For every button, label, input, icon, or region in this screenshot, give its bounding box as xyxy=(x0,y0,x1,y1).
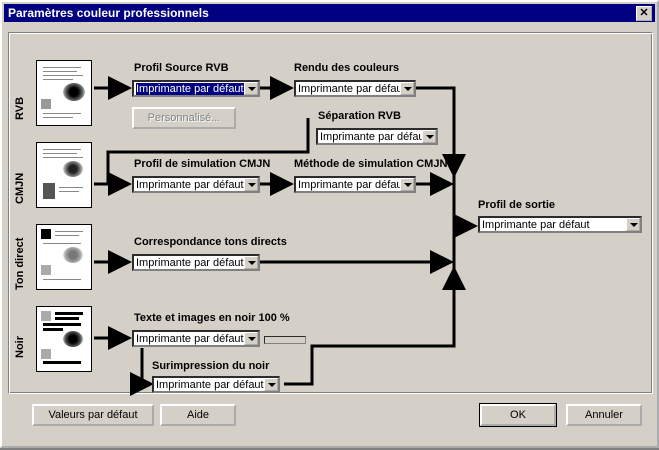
surimpression-value: Imprimante par défaut xyxy=(156,379,264,391)
chevron-down-icon xyxy=(244,82,258,95)
noir-document-icon xyxy=(36,306,92,372)
profil-source-value: Imprimante par défaut xyxy=(136,83,244,95)
chevron-down-icon xyxy=(244,256,258,269)
ton-direct-document-icon xyxy=(36,224,92,290)
profil-source-label: Profil Source RVB xyxy=(134,62,229,74)
surimpression-select[interactable]: Imprimante par défaut xyxy=(152,376,280,393)
texte-noir-select[interactable]: Imprimante par défaut xyxy=(132,330,260,347)
settings-panel xyxy=(8,32,653,394)
rendu-select[interactable]: Imprimante par défau xyxy=(294,80,416,97)
correspondance-select[interactable]: Imprimante par défaut xyxy=(132,254,260,271)
texte-noir-value: Imprimante par défaut xyxy=(136,333,244,345)
texte-noir-label: Texte et images en noir 100 % xyxy=(134,312,290,324)
chevron-down-icon xyxy=(626,218,640,231)
profil-sortie-value: Imprimante par défaut xyxy=(482,219,590,231)
chevron-down-icon xyxy=(422,130,436,143)
correspondance-label: Correspondance tons directs xyxy=(134,236,287,248)
ok-button[interactable]: OK xyxy=(479,403,557,427)
defaults-button[interactable]: Valeurs par défaut xyxy=(32,404,154,426)
methode-simulation-label: Méthode de simulation CMJN xyxy=(294,158,448,170)
methode-simulation-value: Imprimante par défaut xyxy=(298,179,406,191)
chevron-down-icon xyxy=(244,178,258,191)
rvb-document-icon xyxy=(36,60,92,126)
close-button[interactable]: ✕ xyxy=(636,6,652,21)
rendu-value: Imprimante par défau xyxy=(298,83,403,95)
chevron-down-icon xyxy=(264,378,278,391)
profil-simulation-select[interactable]: Imprimante par défaut xyxy=(132,176,260,193)
separation-label: Séparation RVB xyxy=(318,110,401,122)
profil-sortie-select[interactable]: Imprimante par défaut xyxy=(478,216,642,233)
personnalise-button[interactable]: Personnalisé... xyxy=(132,107,236,129)
separation-select[interactable]: Imprimante par défau xyxy=(316,128,438,145)
aide-button[interactable]: Aide xyxy=(160,404,236,426)
annuler-button[interactable]: Annuler xyxy=(566,404,642,426)
chevron-down-icon xyxy=(400,178,414,191)
correspondance-value: Imprimante par défaut xyxy=(136,257,244,269)
texte-noir-slider[interactable] xyxy=(264,336,306,344)
surimpression-label: Surimpression du noir xyxy=(152,360,270,372)
profil-simulation-value: Imprimante par défaut xyxy=(136,179,244,191)
profil-source-select[interactable]: Imprimante par défaut xyxy=(132,80,260,97)
close-icon: ✕ xyxy=(639,7,649,19)
rendu-label: Rendu des couleurs xyxy=(294,62,400,74)
profil-simulation-label: Profil de simulation CMJN xyxy=(134,158,271,170)
chevron-down-icon xyxy=(400,82,414,95)
cmjn-document-icon xyxy=(36,142,92,208)
window-title: Paramètres couleur professionnels xyxy=(8,6,209,20)
methode-simulation-select[interactable]: Imprimante par défaut xyxy=(294,176,416,193)
chevron-down-icon xyxy=(244,332,258,345)
title-bar: Paramètres couleur professionnels ✕ xyxy=(4,4,655,22)
separation-value: Imprimante par défau xyxy=(320,131,425,143)
profil-sortie-label: Profil de sortie xyxy=(478,199,556,211)
